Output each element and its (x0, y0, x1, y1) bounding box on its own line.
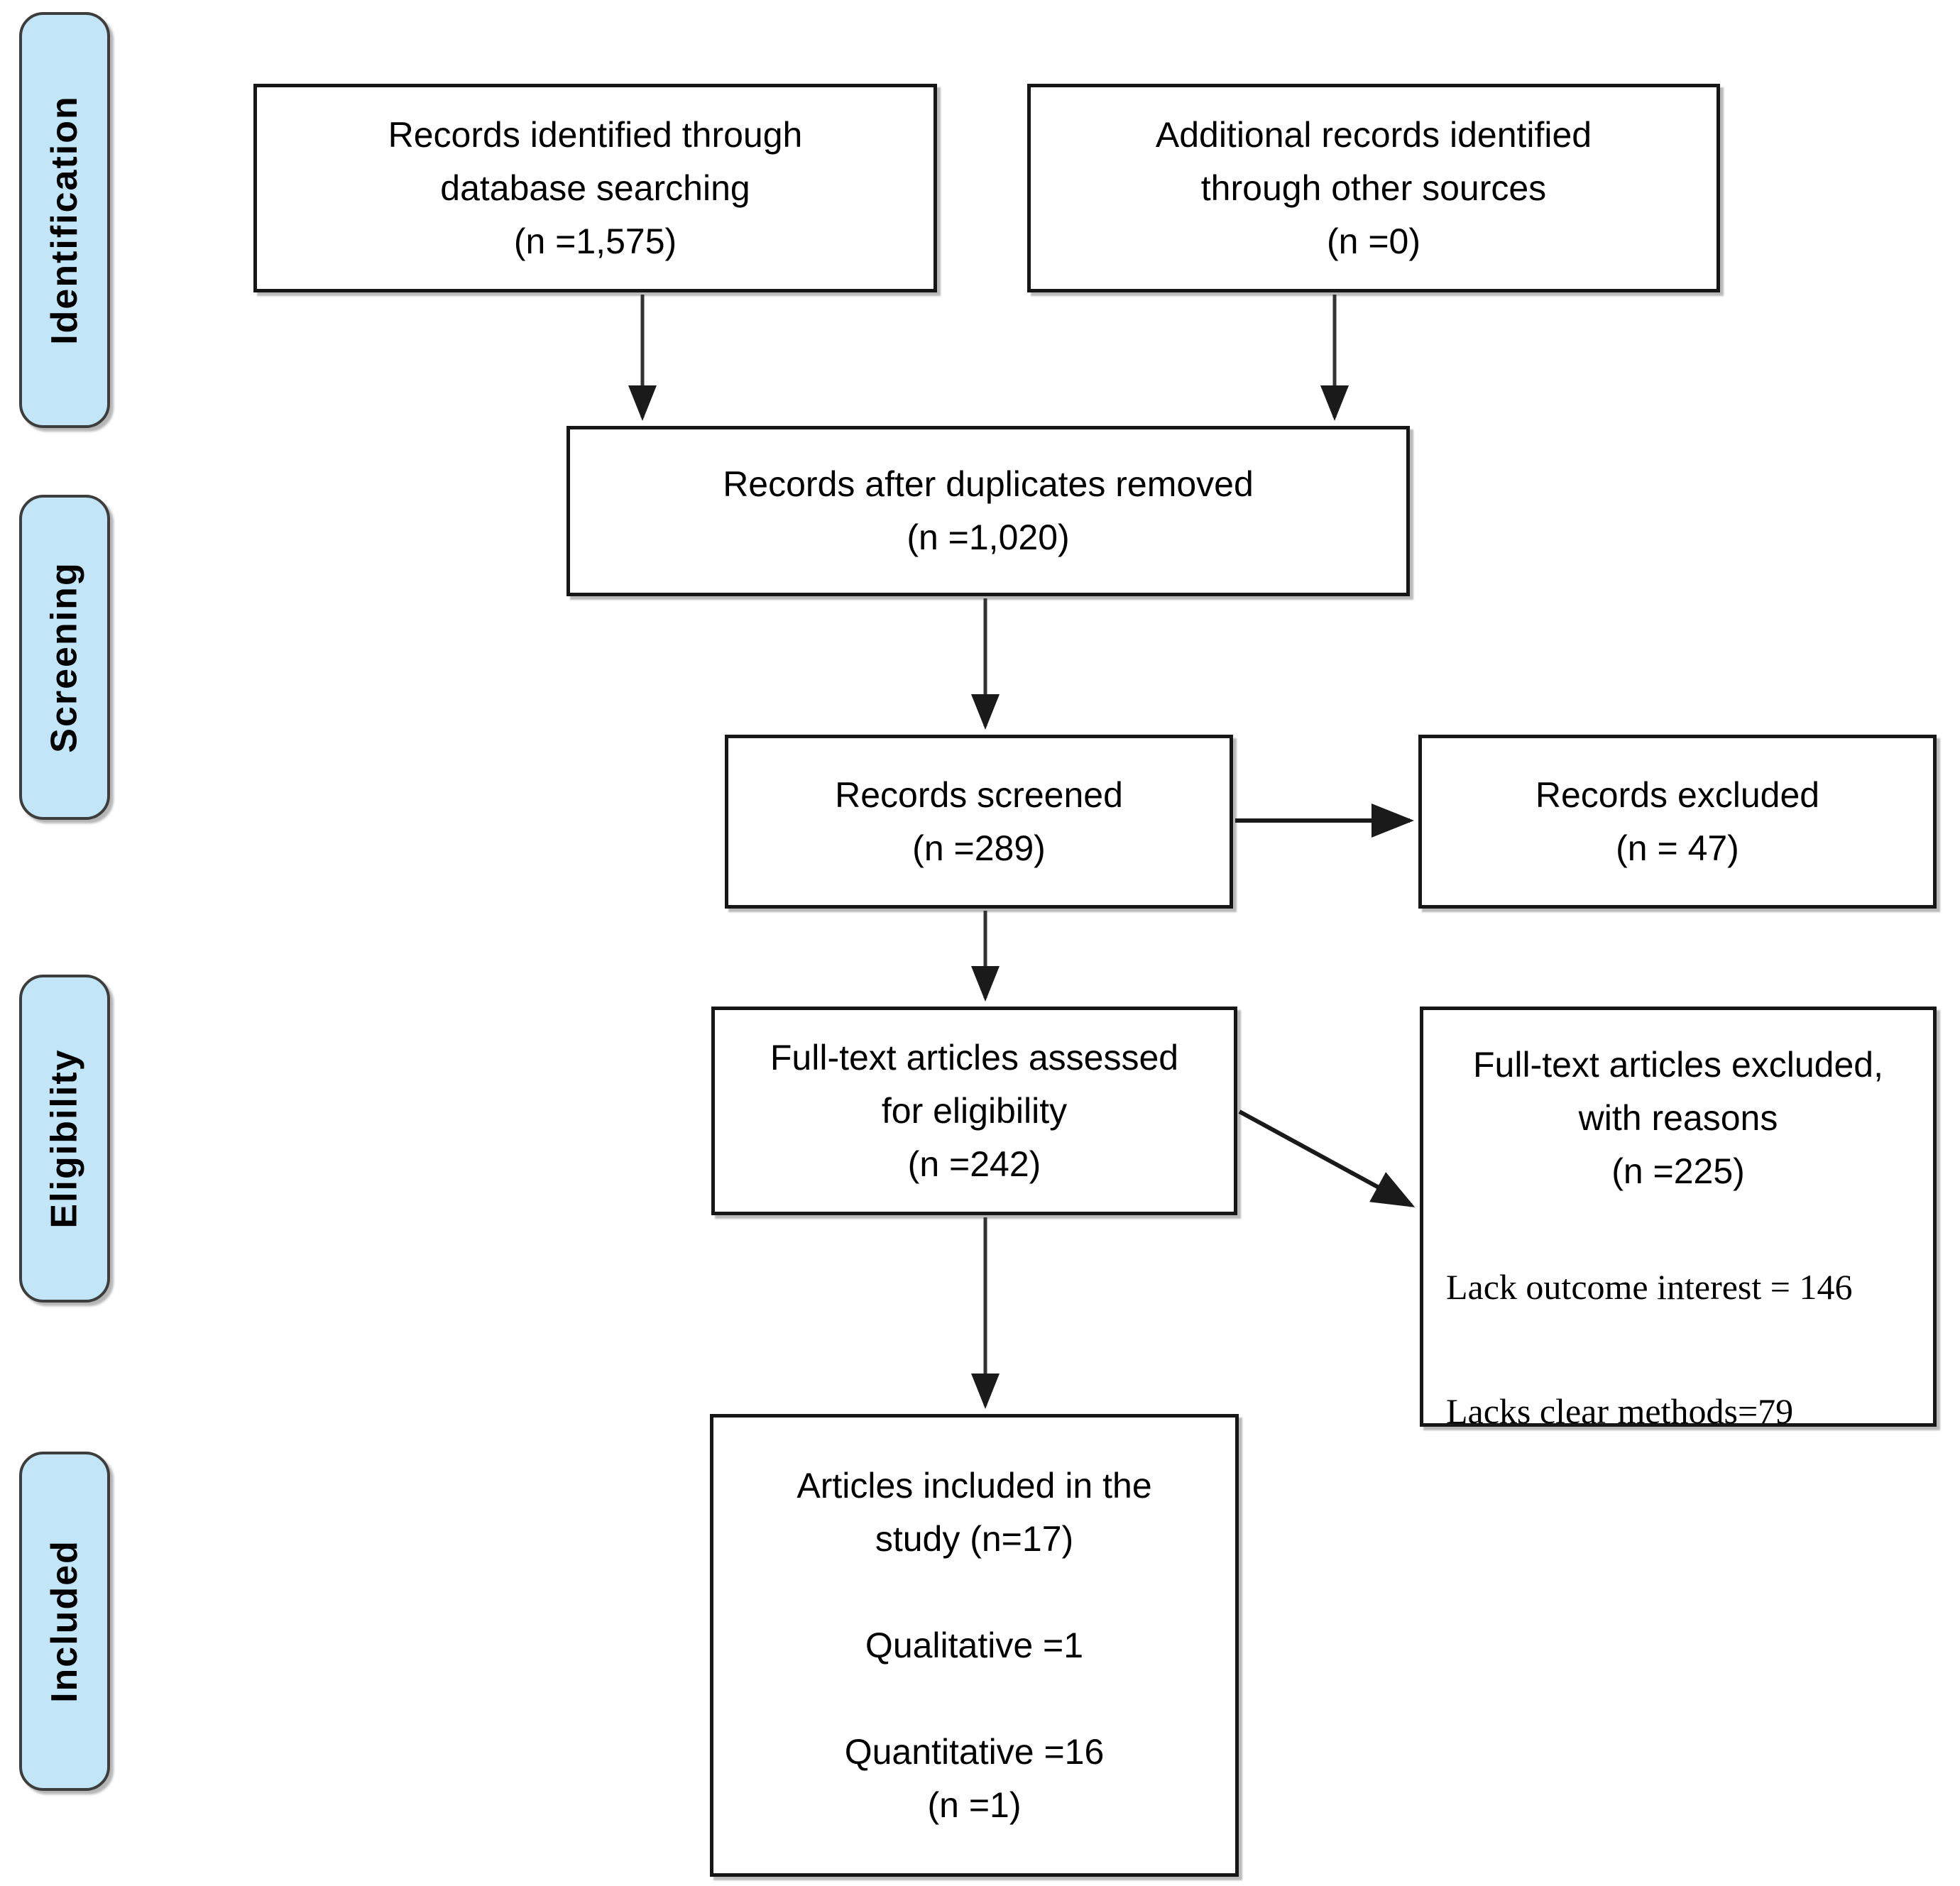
box-additional-records-text: Additional records identified through ot… (1155, 114, 1592, 261)
stage-label-included: Included (44, 1540, 86, 1703)
box-articles-included: Articles included in the study (n=17) Qu… (710, 1414, 1239, 1877)
stage-pill-screening: Screening (19, 495, 110, 820)
box-fulltext-excluded: Full-text articles excluded, with reason… (1420, 1007, 1937, 1431)
reason-lack-outcome: Lack outcome interest = 146 (1446, 1267, 1853, 1307)
box-records-identified: Records identified through database sear… (253, 84, 937, 292)
box-additional-records: Additional records identified through ot… (1027, 84, 1720, 292)
box-fulltext-excluded-header: Full-text articles excluded, with reason… (1472, 1045, 1883, 1191)
box-records-screened: Records screened (n =289) (725, 735, 1233, 909)
box-after-duplicates-text: Records after duplicates removed (n =1,0… (723, 464, 1254, 557)
box-after-duplicates: Records after duplicates removed (n =1,0… (566, 426, 1410, 596)
stage-pill-identification: Identification (19, 12, 110, 428)
box-records-excluded-text: Records excluded (n = 47) (1535, 774, 1820, 868)
stage-pill-included: Included (19, 1452, 110, 1791)
box-records-screened-text: Records screened (n =289) (835, 774, 1123, 868)
stage-label-screening: Screening (44, 561, 86, 753)
box-articles-included-text: Articles included in the study (n=17) Qu… (796, 1465, 1152, 1825)
arrow-fulltext-to-excluded (1238, 1109, 1416, 1207)
box-records-identified-text: Records identified through database sear… (388, 114, 803, 261)
stage-label-eligibility: Eligibility (44, 1048, 86, 1229)
stage-pill-eligibility: Eligibility (19, 975, 110, 1303)
stage-label-identification: Identification (44, 95, 85, 345)
box-fulltext-assessed: Full-text articles assessed for eligibil… (711, 1007, 1237, 1215)
box-fulltext-assessed-text: Full-text articles assessed for eligibil… (770, 1037, 1179, 1184)
reason-lacks-methods: Lacks clear methods=79 (1446, 1391, 1794, 1431)
box-records-excluded: Records excluded (n = 47) (1418, 735, 1937, 909)
fulltext-excluded-reasons: Lack outcome interest = 146 Lacks clear … (1438, 1266, 1919, 1432)
